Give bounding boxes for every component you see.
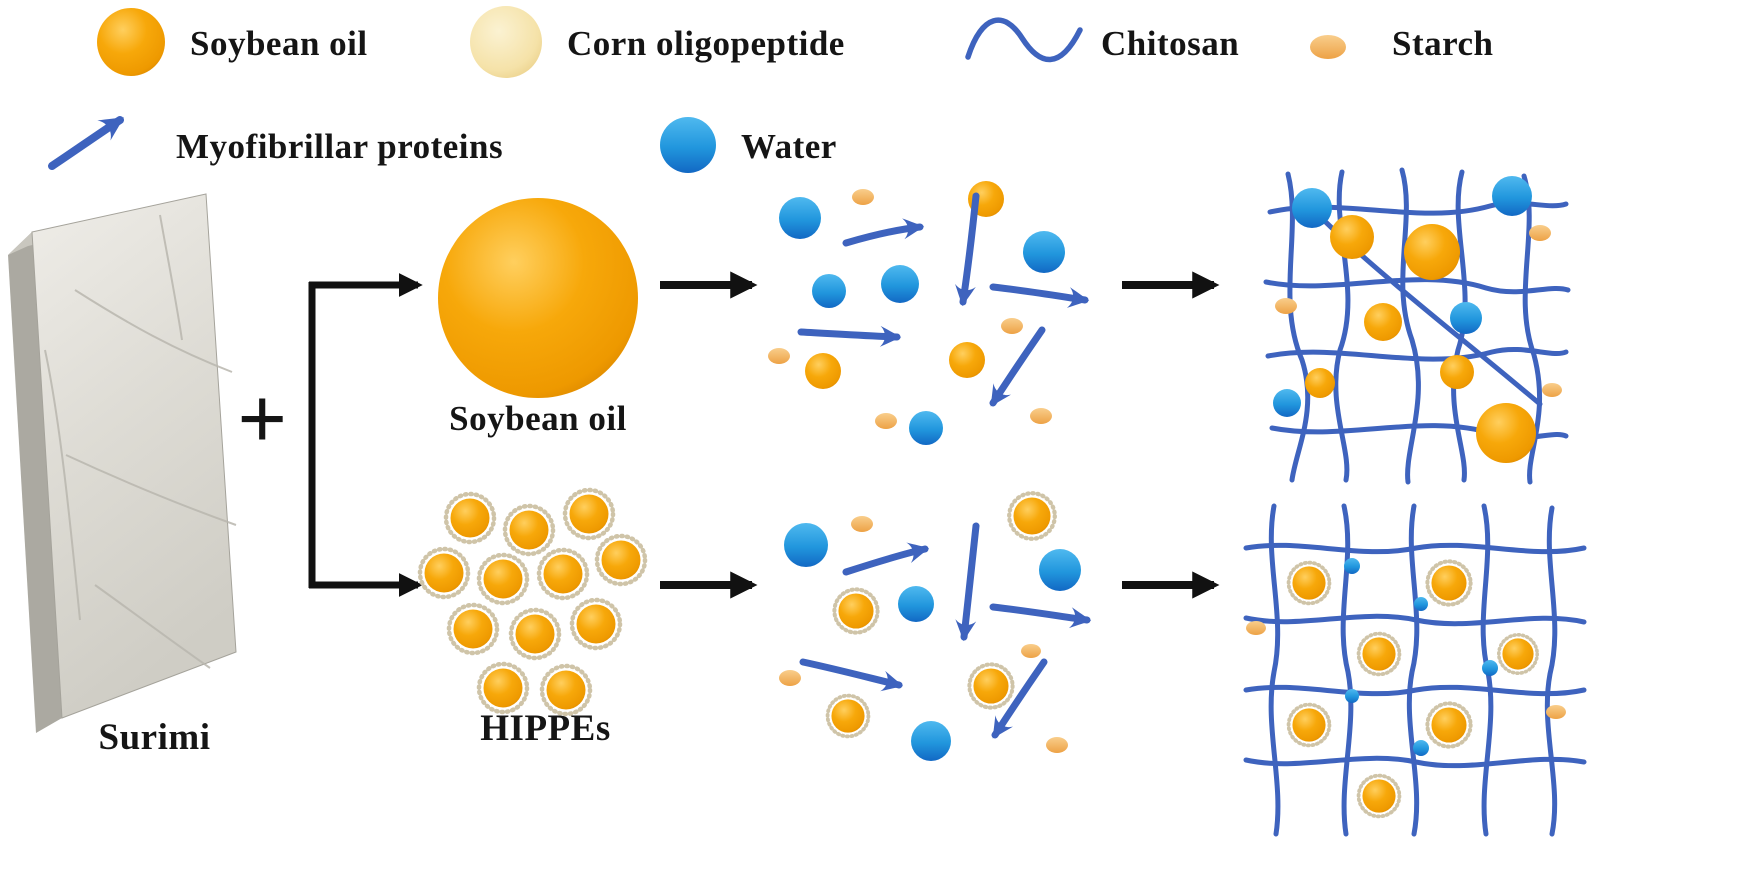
legend-label-myofibrillar-proteins: Myofibrillar proteins: [176, 127, 504, 166]
oil-droplets: [805, 181, 1004, 389]
soybean-oil-droplet: [438, 198, 638, 398]
plus-sign: +: [237, 371, 288, 468]
branch-arrows: [308, 273, 423, 597]
legend-label-soybean-oil: Soybean oil: [190, 24, 368, 63]
starch-granules: [1246, 621, 1566, 719]
chitosan-network-strands: [1263, 167, 1571, 485]
network-top: [1263, 167, 1571, 485]
water-dots: [1344, 558, 1498, 756]
myofibrillar-protein-arrows: [797, 192, 1090, 407]
starch-granules: [779, 516, 1068, 753]
network-bottom: [1243, 503, 1587, 837]
water-circle-icon: [660, 117, 716, 173]
water-droplets: [784, 523, 1081, 761]
hippes-label: HIPPEs: [480, 708, 611, 749]
chitosan-network-strands: [1243, 503, 1587, 837]
myofibrillar-protein-arrow-icon: [48, 116, 125, 170]
starch-granules: [1275, 225, 1562, 397]
legend-label-water: Water: [741, 127, 837, 166]
hippes-cluster: [420, 490, 645, 714]
legend-label-chitosan: Chitosan: [1101, 24, 1240, 63]
mixture-top: [768, 181, 1090, 445]
corn-oligopeptide-circle-icon: [470, 6, 542, 78]
starch-ellipse-icon: [1310, 35, 1346, 59]
oil-droplets: [1305, 215, 1536, 463]
surimi-photo: [8, 193, 237, 733]
water-droplets: [1273, 176, 1532, 417]
chitosan-wave-icon: [965, 17, 1083, 63]
water-droplets: [779, 197, 1065, 445]
starch-granules: [768, 189, 1052, 429]
soybean-oil-stage-label: Soybean oil: [449, 399, 627, 438]
legend-label-corn-oligopeptide: Corn oligopeptide: [567, 24, 845, 63]
soybean-oil-circle-icon: [97, 8, 165, 76]
myofibrillar-protein-arrows: [799, 522, 1092, 739]
legend-label-starch: Starch: [1392, 24, 1494, 63]
mixture-bottom: [779, 493, 1092, 761]
surimi-label: Surimi: [98, 717, 211, 758]
